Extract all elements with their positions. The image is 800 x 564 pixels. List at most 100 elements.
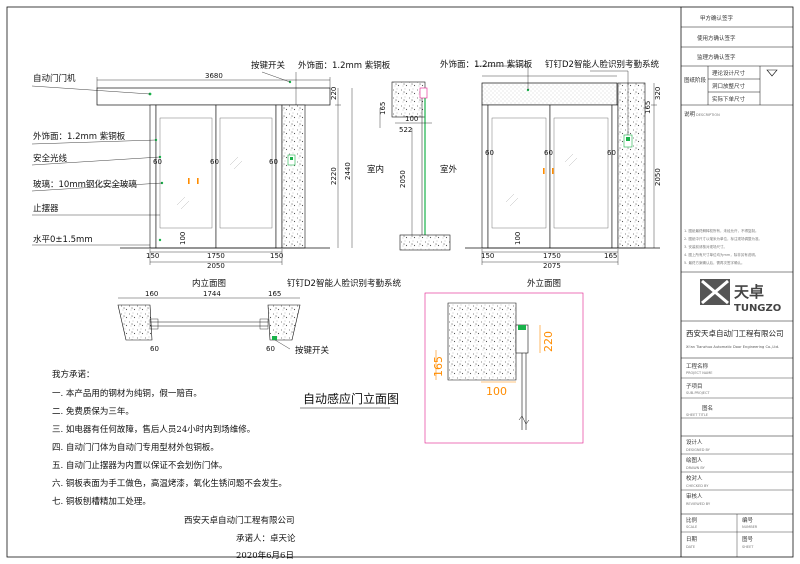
dim-text: 1744 — [203, 290, 221, 298]
promise-item: 一. 本产品用的钢材为纯铜，假一赔百。 — [52, 388, 202, 399]
tb-note: 1. 图纸最终解释权所有，未经允许，不得复制。 — [684, 228, 758, 233]
tb-company-cn: 西安天卓自动门工程有限公司 — [686, 328, 784, 338]
dim-text: 60 — [544, 149, 553, 157]
label-stopper: 止摆器 — [33, 203, 59, 214]
label-outer-panel-left: 外饰面：1.2mm 紫铜板 — [33, 131, 126, 142]
handle-icon — [543, 168, 545, 174]
tb-date: 日期 — [686, 536, 698, 543]
tb-date-en: DATE — [686, 545, 695, 549]
promise-item: 七. 铜板刨槽精加工处理。 — [52, 496, 151, 507]
dim-text: 100 — [514, 232, 522, 245]
label-key-switch-plan: 按键开关 — [295, 345, 330, 356]
side-section — [379, 81, 451, 251]
promise-item: 六. 铜板表面为手工做色，高温烤漆，氧化生锈问题不会发生。 — [52, 478, 287, 489]
dim-text: 165 — [432, 356, 445, 377]
tb-field-en: CHECKED BY — [686, 484, 709, 488]
promise-date: 2020年6月6日 — [236, 550, 294, 561]
dim-text: 60 — [485, 149, 494, 157]
dim-text: 320 — [654, 87, 662, 100]
tb-note: 2. 图纸中尺寸以毫米为单位，标注现场调整为准。 — [684, 236, 762, 241]
promise-item: 四. 自动门门体为自动门专用型材外包铜板。 — [52, 442, 219, 453]
handle-icon — [197, 178, 199, 184]
detail-view — [424, 292, 584, 444]
dim-text: 60 — [607, 149, 616, 157]
tb-description: 说明 — [684, 110, 696, 118]
promise-block: 我方承诺： 一. 本产品用的钢材为纯铜，假一赔百。 二. 免费质保为三年。 三.… — [52, 369, 296, 561]
tb-field-en: SHEET TITLE — [686, 413, 708, 417]
tb-note: 5. 最终方案确认后，需再次签字确认。 — [684, 260, 744, 265]
detail-frame — [424, 292, 584, 444]
dim-text: 220 — [330, 87, 338, 100]
tb-row: 监理方确认签字 — [697, 53, 736, 61]
section-floor — [399, 234, 451, 251]
dim-text: 3680 — [205, 72, 223, 80]
dim-text: 60 — [150, 345, 159, 353]
dim-text: 60 — [210, 158, 219, 166]
label-outdoor: 室外 — [440, 164, 458, 175]
label-face-system-top: 钉钉D2智能人脸识别考勤系统 — [545, 59, 659, 70]
promise-item: 三. 如电器有任何故障，售后人员24小时内到场维修。 — [52, 424, 255, 435]
drawing-title: 自动感应门立面图 — [303, 391, 399, 406]
promise-heading: 我方承诺： — [52, 369, 95, 380]
left-glass — [159, 117, 213, 229]
tb-stage-item: 洞口放整尺寸 — [712, 82, 746, 90]
dim-text: 60 — [269, 158, 278, 166]
dim-text: 60 — [266, 345, 275, 353]
label-outer-panel-right: 外饰面：1.2mm 紫铜板 — [440, 59, 533, 70]
section-header-wall — [391, 81, 426, 118]
label-outer-panel-top: 外饰面：1.2mm 紫铜板 — [298, 60, 391, 71]
dim-text: 2050 — [399, 170, 407, 188]
tb-field-en: REVIEWED BY — [686, 502, 711, 506]
label-level: 水平0±1.5mm — [33, 234, 93, 245]
dim-text: 150 — [146, 252, 159, 260]
tb-field: 子项目 — [686, 383, 703, 390]
dim-text: 165 — [644, 101, 652, 114]
left-leaf — [155, 104, 217, 249]
tb-field-en: PROJECT NAME — [686, 371, 712, 375]
dim-text: 2220 — [330, 167, 338, 185]
label-key-switch-top: 按键开关 — [251, 60, 286, 71]
tb-description-en: DESCRIPTION — [696, 113, 720, 117]
tb-field-en: SUB-PROJECT — [686, 391, 710, 395]
promise-item: 二. 免费质保为三年。 — [52, 406, 134, 417]
tb-field: 设计人 — [686, 438, 703, 446]
dim-text: 150 — [270, 252, 283, 260]
logo-en: TUNGZO — [734, 303, 781, 314]
label-safety-beam: 安全光线 — [33, 153, 68, 164]
detail-wall — [447, 302, 517, 381]
tb-number: 编号 — [742, 516, 754, 524]
tb-field: 审核人 — [686, 492, 703, 500]
promise-promiser: 承诺人：卓天论 — [236, 533, 296, 544]
tb-note: 4. 图上所有尺寸单位均为mm，除非另有说明。 — [684, 252, 758, 257]
dim-text: 2050 — [654, 168, 662, 186]
outer-elevation — [465, 65, 660, 265]
tb-field: 图名 — [702, 404, 713, 412]
tb-field-en: DESIGNED BY — [686, 448, 711, 452]
tb-stage-label: 图纸阶段 — [684, 76, 707, 84]
promise-company: 西安天卓自动门工程有限公司 — [184, 515, 295, 526]
inner-wall — [281, 104, 306, 249]
outer-header-box — [481, 82, 618, 106]
dim-text: 2440 — [344, 162, 352, 180]
dim-text: 165 — [379, 102, 387, 115]
label-inner-elevation: 内立面图 — [192, 278, 226, 289]
label-face-system-mid: 钉钉D2智能人脸识别考勤系统 — [287, 278, 401, 289]
tungzo-logo-icon — [700, 279, 730, 305]
tb-stage-item: 实际下单尺寸 — [712, 95, 746, 103]
dimension-texts: 3680 220 2440 2220 60 60 60 100 150 150 … — [145, 72, 662, 398]
promise-item: 五. 自动门止摆器为内置以保证不会划伤门体。 — [52, 460, 227, 471]
annotation-texts: 自动门门机 外饰面：1.2mm 紫铜板 安全光线 玻璃：10mm钢化安全玻璃 止… — [33, 59, 659, 409]
dim-text: 1750 — [543, 252, 561, 260]
inner-elevation — [31, 71, 353, 265]
dim-text: 160 — [145, 290, 158, 298]
title-block — [680, 7, 793, 557]
dim-text: 100 — [179, 232, 187, 245]
sheet-border — [6, 6, 794, 558]
dim-text: 100 — [486, 385, 507, 398]
tb-number-en: NUMBER — [742, 525, 758, 529]
label-outer-elevation: 外立面图 — [527, 278, 561, 289]
label-door-machine: 自动门门机 — [33, 73, 76, 84]
tb-field-en: DRAWN BY — [686, 466, 706, 470]
plan-right-wall — [267, 304, 301, 341]
